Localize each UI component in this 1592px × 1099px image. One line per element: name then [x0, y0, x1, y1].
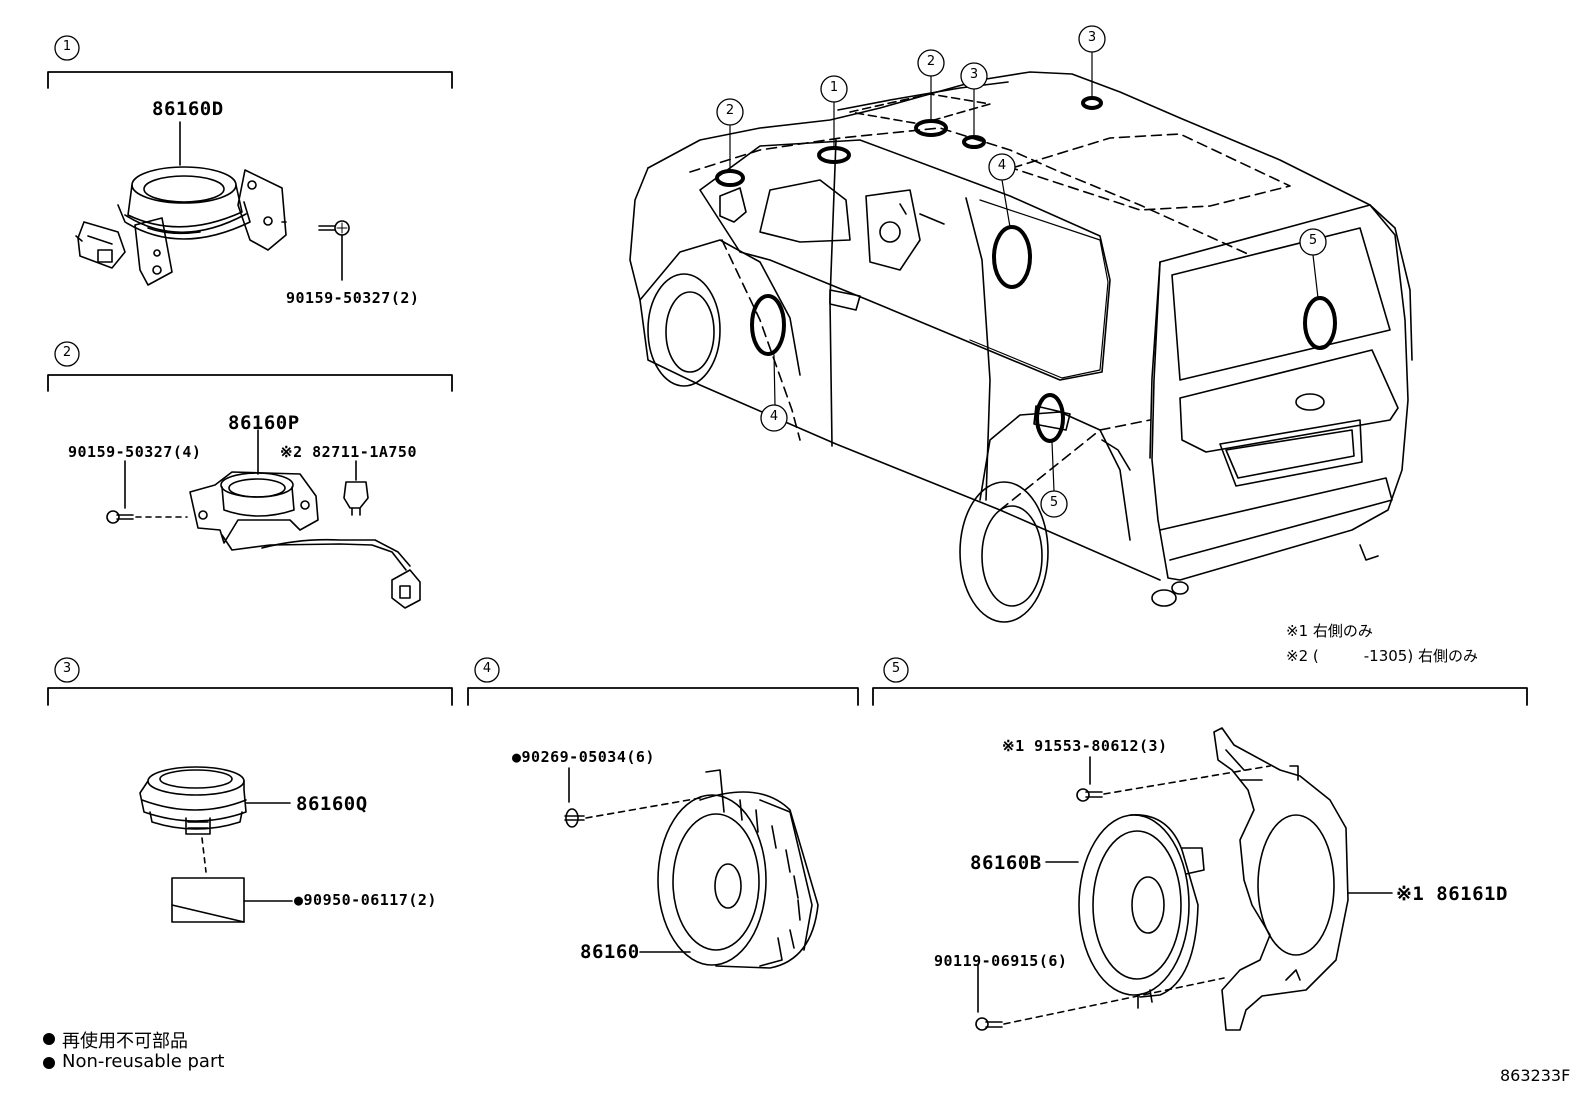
speaker-86160D-drawing — [75, 121, 350, 286]
section-brackets — [47, 71, 1528, 706]
vehicle-callout-4: 3 — [969, 67, 979, 82]
speaker-86160Q-drawing — [139, 766, 293, 923]
vehicle-callout-3: 2 — [926, 54, 936, 69]
section-marker-circles — [54, 35, 909, 683]
vehicle-callout-5: 3 — [1087, 30, 1097, 45]
part-label-86160P: 86160P — [228, 412, 300, 434]
legend-bullets — [43, 1033, 55, 1069]
vehicle-callout-2: 1 — [829, 80, 839, 95]
speaker-86160-drawing — [564, 767, 819, 969]
speaker-86160P-drawing — [106, 429, 421, 609]
part-label-86160Q: 86160Q — [296, 793, 368, 815]
diagram-code: 863233F — [1500, 1066, 1571, 1085]
part-label-86161D: ※1 86161D — [1396, 883, 1508, 905]
part-label-86160B: 86160B — [970, 852, 1042, 874]
section-marker-2: 2 — [62, 345, 72, 360]
legend-non-reusable-ja: 再使用不可部品 — [62, 1031, 188, 1052]
part-label-90119-06915-6: 90119-06915(6) — [934, 952, 1068, 970]
part-label-86160: 86160 — [580, 941, 640, 963]
part-label-82711-1A750: ※2 82711-1A750 — [280, 443, 417, 461]
part-label-90159-50327-4: 90159-50327(4) — [68, 443, 202, 461]
note-right-side-only-2: ※2 ( -1305) 右側のみ — [1286, 647, 1478, 665]
section-marker-3: 3 — [62, 661, 72, 676]
vehicle-callout-9: 5 — [1049, 495, 1059, 510]
vehicle-callout-7: 5 — [1308, 233, 1318, 248]
vehicle-callout-1: 2 — [725, 103, 735, 118]
part-label-90269-05034-6: ●90269-05034(6) — [512, 748, 655, 766]
speaker-location-rings — [715, 96, 1337, 443]
vehicle-illustration — [629, 71, 1413, 623]
vehicle-callout-circles — [716, 25, 1327, 518]
part-label-91553-80612-3: ※1 91553-80612(3) — [1002, 737, 1168, 755]
vehicle-callout-6: 4 — [997, 158, 1007, 173]
section-marker-1: 1 — [62, 39, 72, 54]
note-right-side-only-1: ※1 右側のみ — [1286, 622, 1373, 640]
part-label-90159-50327-2: 90159-50327(2) — [286, 289, 420, 307]
section-marker-5: 5 — [891, 661, 901, 676]
part-label-90950-06117-2: ●90950-06117(2) — [294, 891, 437, 909]
vehicle-callout-leaders — [729, 51, 1319, 492]
section-marker-4: 4 — [482, 661, 492, 676]
legend-non-reusable-en: Non-reusable part — [62, 1051, 225, 1072]
part-label-86160D: 86160D — [152, 98, 224, 120]
speaker-86160B-drawing — [975, 727, 1393, 1031]
vehicle-callout-8: 4 — [769, 409, 779, 424]
